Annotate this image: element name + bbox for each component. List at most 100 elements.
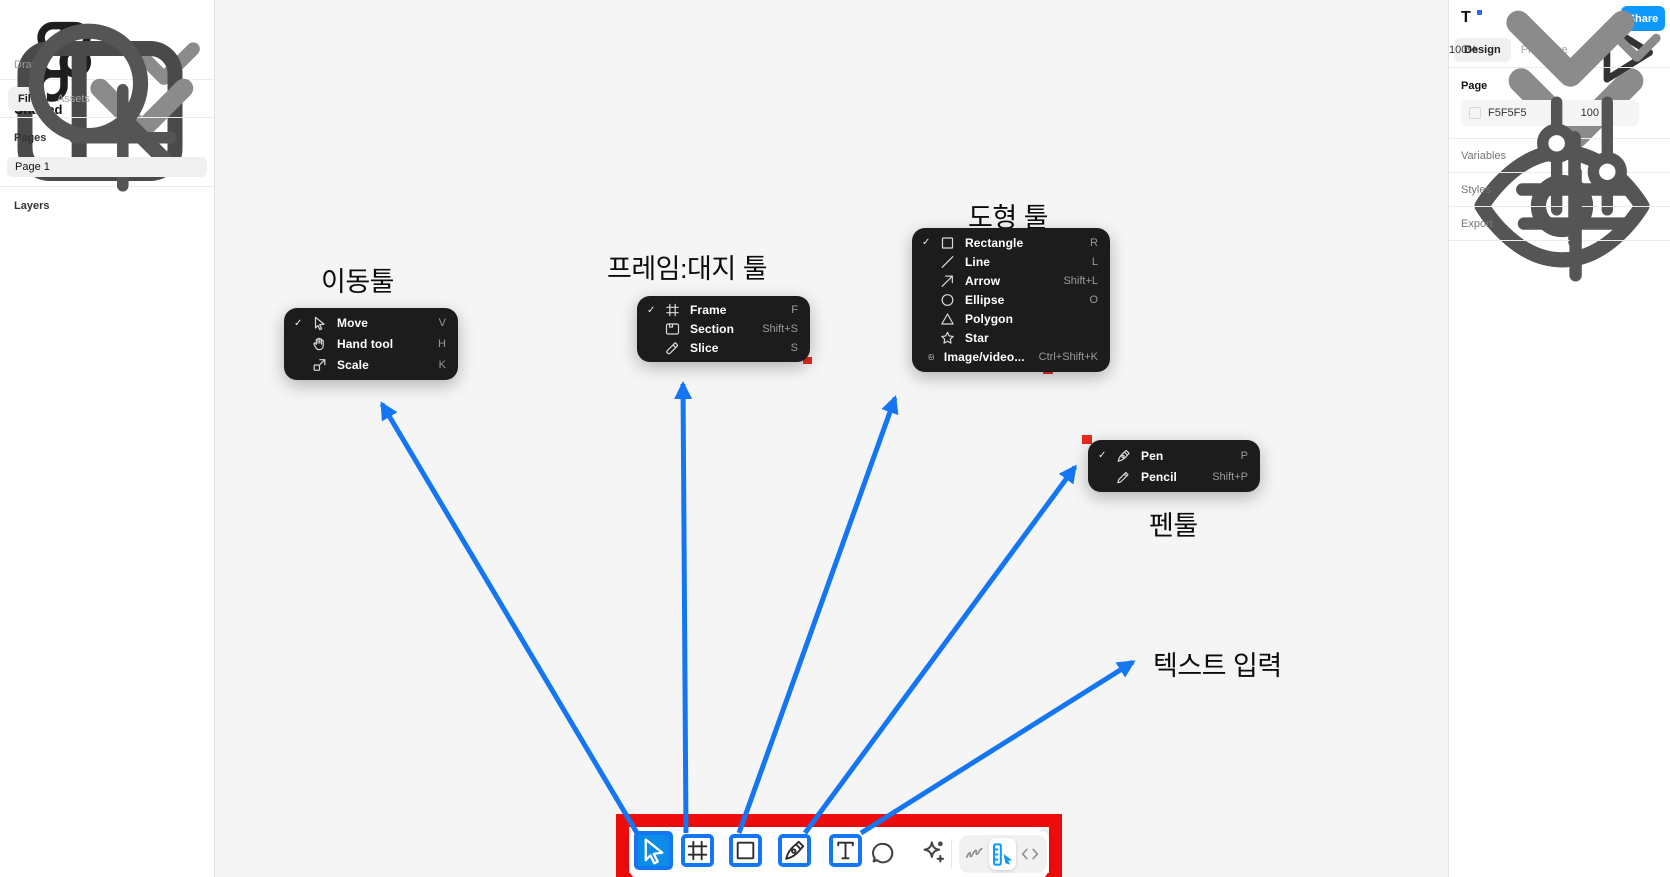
color-swatch[interactable] — [1469, 107, 1481, 119]
add-export-icon[interactable] — [1493, 141, 1658, 306]
arrow-to-shape-menu — [736, 395, 899, 834]
export-section[interactable]: Export — [1449, 165, 1670, 282]
scale-icon — [311, 357, 328, 373]
menu-item-shortcut: K — [438, 358, 446, 371]
checkmark-icon: ✓ — [922, 237, 931, 249]
menu-item-star[interactable]: Star — [912, 329, 1110, 348]
ruler-pointer-icon — [989, 841, 1016, 868]
pencil-icon — [1115, 469, 1132, 485]
menu-item-shortcut: Shift+P — [1212, 470, 1248, 483]
hand-icon — [311, 336, 328, 352]
menu-item-shortcut: Shift+L — [1063, 274, 1098, 287]
checkmark-icon: ✓ — [647, 304, 656, 316]
code-icon — [1019, 843, 1041, 865]
page-1-item[interactable]: Page 1 — [7, 157, 207, 177]
tab-assets[interactable]: Assets — [56, 92, 90, 105]
export-label: Export — [1461, 217, 1493, 230]
menu-item-image-video-[interactable]: Image/video...Ctrl+Shift+K — [912, 348, 1110, 367]
tab-design[interactable]: Design — [1454, 37, 1511, 62]
color-hex-value[interactable]: F5F5F5 — [1488, 107, 1527, 119]
code-mode-button[interactable] — [1019, 843, 1041, 865]
layers-header[interactable]: Layers — [14, 200, 50, 212]
rectangle-icon — [733, 838, 758, 863]
menu-item-polygon[interactable]: Polygon — [912, 310, 1110, 329]
menu-item-label: Pencil — [1141, 469, 1177, 484]
pages-header[interactable]: Pages — [14, 131, 47, 144]
menu-item-shortcut: L — [1091, 255, 1098, 268]
polygon-icon — [939, 311, 956, 327]
shape-tool-button[interactable] — [729, 834, 762, 867]
menu-item-section[interactable]: Section Shift+S — [637, 320, 810, 339]
arrow-to-move-menu — [379, 401, 640, 835]
page-section-header: Page — [1461, 80, 1488, 92]
variables-label: Variables — [1461, 149, 1507, 162]
comment-tool-button[interactable] — [869, 839, 897, 867]
frame-icon — [685, 838, 710, 863]
styles-label: Styles — [1461, 183, 1491, 196]
dev-mode-button[interactable] — [989, 838, 1016, 870]
draw-mode-button[interactable] — [963, 843, 985, 865]
opacity-value[interactable]: 100 — [1580, 107, 1599, 119]
bottom-toolbar — [629, 827, 1049, 877]
right-sidebar: T Share Design Prototype 100% Page F5F5F… — [1448, 0, 1670, 877]
menu-item-label: Rectangle — [965, 235, 1024, 250]
slice-icon — [664, 340, 681, 356]
left-sidebar: Untitled Drafts File Assets Pages Page 1… — [0, 0, 215, 877]
text-tool-button[interactable] — [829, 834, 862, 867]
move-cursor-icon — [638, 835, 669, 866]
menu-item-ellipse[interactable]: Ellipse O — [912, 290, 1110, 309]
menu-item-shortcut: P — [1240, 449, 1248, 462]
menu-item-shortcut: R — [1090, 236, 1098, 249]
frame-tool-button[interactable] — [681, 834, 714, 867]
image-icon — [928, 349, 935, 365]
menu-item-shortcut: Shift+S — [762, 323, 798, 335]
checkmark-icon: ✓ — [294, 317, 303, 329]
chevron-down-icon — [114, 14, 214, 114]
menu-item-label: Hand tool — [337, 337, 394, 351]
zoom-control[interactable]: 100% — [1449, 0, 1660, 139]
section-icon — [664, 321, 681, 337]
arrow-ne-icon — [939, 273, 956, 289]
menu-item-shortcut: O — [1089, 293, 1098, 306]
red-mark — [803, 357, 812, 364]
pen-tool-button[interactable] — [778, 834, 811, 867]
add-page-icon[interactable] — [46, 61, 200, 215]
menu-item-rectangle[interactable]: ✓ Rectangle R — [912, 233, 1110, 252]
menu-item-label: Section — [690, 322, 735, 336]
menu-item-label: Frame — [690, 303, 727, 318]
chevron-down-icon[interactable] — [1604, 15, 1670, 81]
arrow-to-text-label — [859, 659, 1136, 836]
text-icon — [833, 838, 858, 863]
comment-bubble-icon — [869, 839, 897, 867]
arrow-to-frame-menu — [674, 381, 693, 834]
scribble-icon — [963, 843, 985, 865]
red-mark — [1082, 435, 1092, 444]
avatar[interactable]: T — [1461, 9, 1482, 29]
menu-item-pencil[interactable]: Pencil Shift+P — [1088, 466, 1260, 487]
star-icon — [939, 330, 956, 346]
chevron-down-icon — [1481, 0, 1660, 139]
arrow-to-pen-menu — [802, 464, 1078, 835]
menu-item-label: Image/video... — [943, 350, 1025, 365]
menu-item-label: Slice — [690, 340, 719, 355]
menu-item-label: Ellipse — [965, 292, 1005, 307]
move-tool-button[interactable] — [634, 831, 673, 870]
actions-tool-button[interactable] — [919, 838, 947, 866]
annotation-label-text: 텍스트 입력 — [1153, 651, 1282, 681]
line-icon — [939, 254, 956, 270]
menu-item-label: Star — [965, 331, 989, 346]
pen-icon — [782, 838, 807, 863]
